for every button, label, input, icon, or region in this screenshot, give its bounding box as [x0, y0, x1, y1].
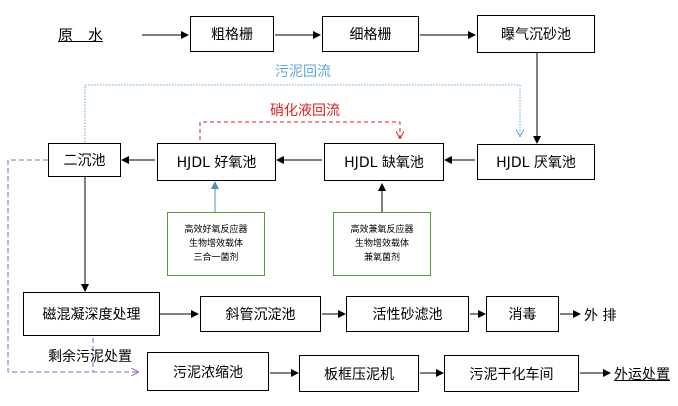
source-label: 原 水 [58, 26, 104, 44]
sand-filter-node: 活性砂滤池 [346, 296, 469, 332]
excess-sludge-label: 剩余污泥处置 [48, 349, 132, 365]
nitrate-return-label: 硝化液回流 [270, 103, 340, 119]
magnetic-treatment-node: 磁混凝深度处理 [23, 292, 160, 336]
outward-label: 外运处置 [614, 367, 670, 383]
anoxic-carrier-line-2: 生物增效载体 [354, 239, 409, 249]
filter-press-node: 板框压泥机 [299, 355, 419, 392]
sludge-dry-node: 污泥干化车间 [444, 355, 579, 392]
anoxic-carrier-box: 高效兼氧反应器 生物增效载体 兼氧菌剂 [333, 212, 431, 276]
aerobic-carrier-line-3: 三合一菌剂 [193, 253, 239, 263]
secondary-clarifier-node: 二沉池 [48, 143, 121, 177]
disinfection-node: 消毒 [486, 296, 559, 332]
sludge-return-label: 污泥回流 [275, 64, 331, 80]
fine-screen-node: 细格栅 [322, 16, 419, 52]
coarse-screen-node: 粗格栅 [190, 16, 274, 52]
excess-sludge-line [7, 159, 138, 372]
inclined-tube-node: 斜管沉淀池 [200, 296, 321, 332]
aerobic-carrier-line-1: 高效好氧反应器 [184, 225, 248, 235]
sludge-return-line [84, 84, 520, 142]
anaerobic-node: HJDL 厌氧池 [477, 144, 595, 180]
anoxic-node: HJDL 缺氧池 [324, 143, 444, 181]
nitrate-return-line [199, 121, 400, 140]
aerobic-carrier-box: 高效好氧反应器 生物增效载体 三合一菌剂 [167, 212, 265, 276]
anoxic-carrier-line-1: 高效兼氧反应器 [350, 225, 414, 235]
aerated-grit-node: 曝气沉砂池 [477, 15, 595, 53]
aerobic-carrier-line-2: 生物增效载体 [188, 239, 243, 249]
discharge-label: 外 排 [584, 308, 617, 324]
aerobic-node: HJDL 好氧池 [157, 143, 276, 181]
anoxic-carrier-line-3: 兼氧菌剂 [363, 253, 400, 263]
thickener-node: 污泥浓缩池 [147, 352, 269, 391]
